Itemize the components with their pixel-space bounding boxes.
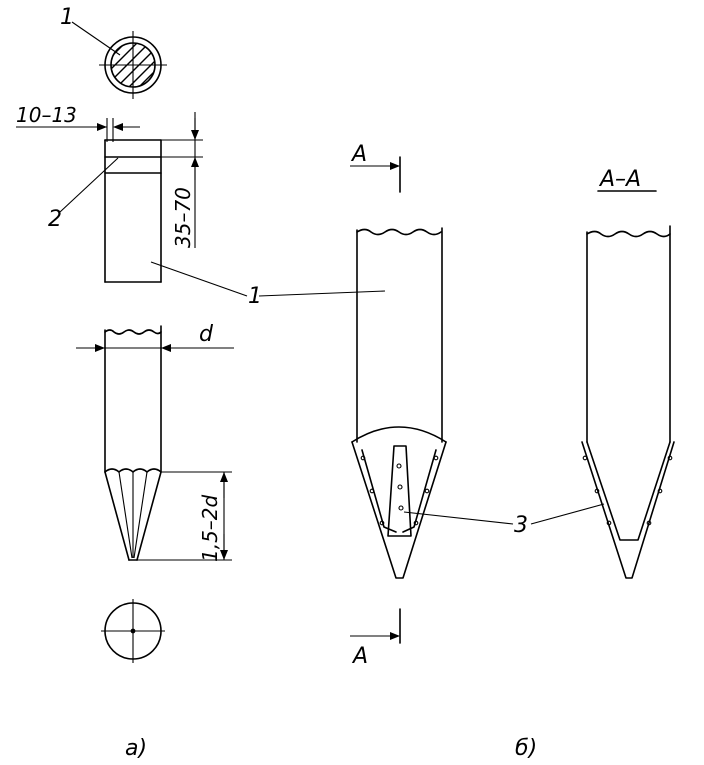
caption-b: б)	[515, 736, 537, 761]
pile-tip-fragment	[104, 325, 162, 561]
caption-a: а)	[125, 736, 147, 761]
position-label-1-top: 1	[60, 5, 74, 30]
section-title: A–A	[598, 167, 641, 192]
view-b: A	[350, 142, 675, 761]
leader-1-top: 1	[60, 5, 121, 56]
section-a-a: A–A	[581, 167, 675, 579]
pile-with-metal-shoe	[351, 227, 447, 579]
dimension-wall-thickness: 10–13	[16, 103, 140, 142]
dimension-diameter: d	[76, 322, 234, 352]
pile-tip-plan-view	[101, 599, 165, 663]
position-label-1: 1	[248, 284, 262, 309]
leader-1: 1	[150, 261, 386, 309]
dimension-label-tip: 1,5–2d	[198, 494, 222, 562]
dimension-band-height: 35–70	[161, 112, 203, 248]
dimension-label-band: 35–70	[171, 187, 195, 248]
dimension-label-d: d	[199, 322, 214, 347]
section-marker-top: A	[350, 142, 401, 193]
pile-cross-section-hatched	[99, 31, 167, 99]
section-label-top: A	[350, 142, 367, 167]
section-marker-bottom: A	[350, 608, 401, 669]
dimension-tip-length: 1,5–2d	[137, 471, 232, 562]
leader-2: 2	[48, 157, 119, 232]
view-a: 1 10–13 35–70	[16, 5, 234, 761]
position-label-2: 2	[48, 207, 62, 232]
section-label-bottom: A	[351, 644, 368, 669]
leader-3: 3	[403, 503, 605, 538]
dimension-label-wall: 10–13	[16, 103, 77, 127]
position-label-3: 3	[514, 513, 528, 538]
pile-head-fragment	[104, 139, 162, 283]
